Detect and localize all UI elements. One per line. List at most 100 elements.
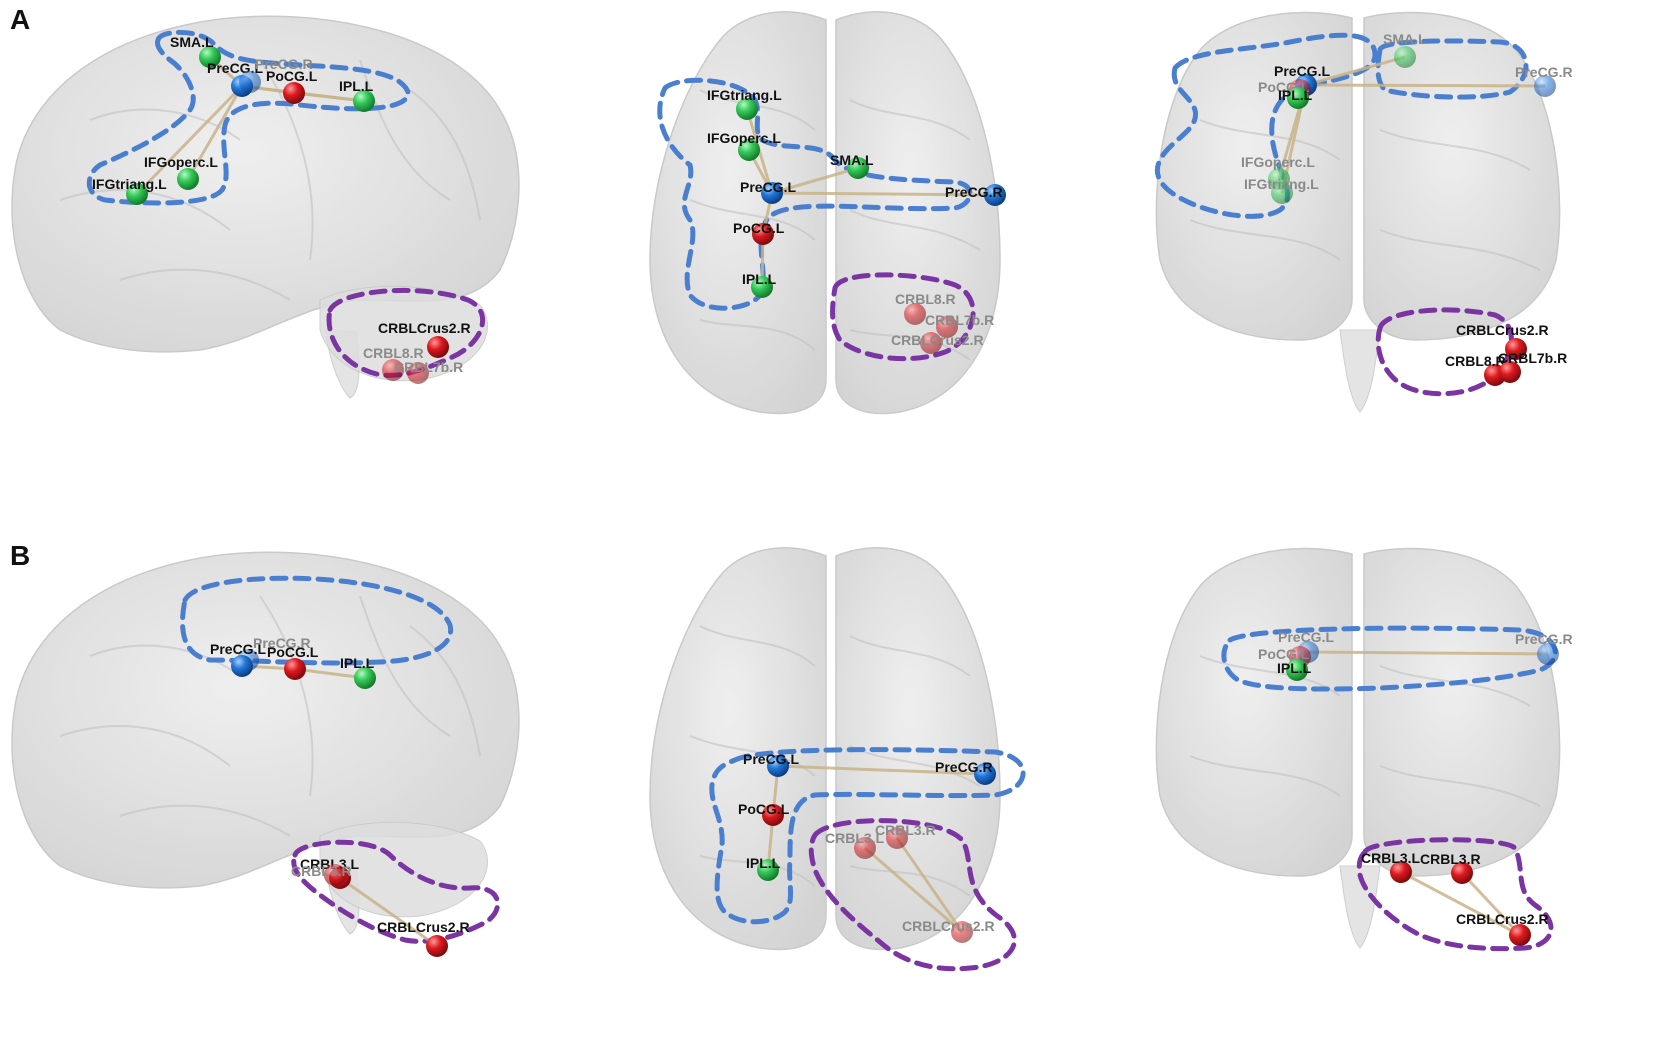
node-b-coronal-crbl3-r: CRBL3.R — [1420, 851, 1481, 884]
node-a-sagittal-precg-r: PreCG.R — [239, 56, 313, 93]
node-label: CRBL7b.R — [1498, 350, 1567, 366]
node-b-axial-precg-r: PreCG.R — [935, 759, 996, 785]
panel-letter-b: B — [10, 540, 31, 571]
node-sphere — [1390, 861, 1412, 883]
node-a-axial-ifgoperc-l: IFGoperc.L — [707, 130, 781, 161]
node-label: PoCG.L — [733, 220, 785, 236]
node-b-sagittal-precg-l: PreCG.L — [210, 641, 266, 677]
node-label: PreCG.R — [1515, 64, 1573, 80]
node-b-coronal-crblcrus2-r: CRBLCrus2.R — [1456, 911, 1549, 946]
node-label: PreCG.R — [253, 635, 311, 651]
edge-a-axial — [771, 191, 996, 197]
node-label: SMA.L — [830, 152, 874, 168]
outline-motor-a-coronal — [1155, 32, 1529, 219]
node-label: IFGoperc.L — [707, 130, 781, 146]
node-a-axial-crbl8-r: CRBL8.R — [895, 291, 956, 325]
node-sphere — [1394, 46, 1416, 68]
node-label: CRBL7b.R — [394, 359, 463, 375]
node-a-axial-pocg-l: PoCG.L — [733, 220, 785, 245]
node-label: CRBLCrus2.R — [1456, 911, 1549, 927]
node-label: IPL.L — [746, 855, 781, 871]
node-sphere — [1505, 338, 1527, 360]
edge-a-sagittal — [293, 91, 365, 103]
node-label: CRBL3.R — [291, 863, 352, 879]
node-label: IFGoperc.L — [1241, 154, 1315, 170]
node-a-sagittal-crbl7b-r: CRBL7b.R — [394, 359, 463, 384]
node-label: IPL.L — [1278, 87, 1313, 103]
node-sphere — [382, 359, 404, 381]
edge-b-axial — [777, 764, 986, 776]
node-sphere — [736, 98, 758, 120]
node-label: PreCG.L — [740, 179, 796, 195]
node-b-axial-crblcrus2-r: CRBLCrus2.R — [902, 918, 995, 943]
node-label: CRBLCrus2.R — [377, 919, 470, 935]
node-b-sagittal-ipl-l: IPL.L — [340, 655, 376, 689]
node-label: SMA.L — [170, 34, 214, 50]
node-sphere — [904, 303, 926, 325]
node-b-coronal-precg-r: PreCG.R — [1515, 631, 1573, 665]
node-sphere — [761, 182, 783, 204]
node-a-sagittal-crblcrus2-r: CRBLCrus2.R — [378, 320, 471, 358]
outline-cereb-b-axial — [808, 818, 1017, 972]
node-sphere — [752, 223, 774, 245]
node-sphere — [974, 763, 996, 785]
node-label: IFGtriang.L — [92, 176, 167, 192]
node-b-sagittal-crbl3-r: CRBL3.R — [291, 863, 352, 886]
node-a-axial-crblcrus2-r: CRBLCrus2.R — [891, 332, 984, 354]
node-sphere — [1499, 361, 1521, 383]
edge-b-coronal — [1460, 871, 1522, 937]
node-sphere — [886, 827, 908, 849]
edge-b-sagittal — [294, 667, 366, 680]
node-a-axial-crbl7b-r: CRBL7b.R — [925, 312, 994, 338]
node-a-axial-precg-r: PreCG.R — [945, 184, 1006, 206]
node-sphere — [1509, 924, 1531, 946]
node-a-sagittal-pocg-l: PoCG.L — [266, 68, 318, 104]
node-sphere — [354, 667, 376, 689]
brain-nodes: SMA.LPreCG.LPreCG.RPoCG.LIPL.LIFGoperc.L… — [92, 31, 1573, 957]
node-sphere — [1286, 659, 1308, 681]
node-label: CRBL3.L — [300, 856, 360, 872]
node-label: CRBL7b.R — [925, 312, 994, 328]
node-label: CRBL8.R — [895, 291, 956, 307]
node-a-sagittal-sma-l: SMA.L — [170, 34, 221, 68]
node-sphere — [284, 658, 306, 680]
node-label: CRBL3.R — [875, 822, 936, 838]
node-a-coronal-ipl-l: IPL.L — [1278, 87, 1313, 109]
node-label: PreCG.R — [935, 759, 993, 775]
node-a-coronal-sma-l: SMA.L — [1383, 31, 1427, 68]
node-b-sagittal-crblcrus2-r: CRBLCrus2.R — [377, 919, 470, 957]
node-label: IFGtriang.L — [707, 87, 782, 103]
node-a-sagittal-ipl-l: IPL.L — [339, 78, 375, 112]
edge-b-coronal — [1400, 870, 1521, 937]
node-sphere — [426, 935, 448, 957]
edge-a-coronal — [1305, 55, 1406, 87]
node-a-coronal-precg-r: PreCG.R — [1515, 64, 1573, 97]
node-label: CRBL8.R — [1445, 353, 1506, 369]
node-label: PreCG.R — [255, 56, 313, 72]
node-sphere — [126, 183, 148, 205]
node-sphere — [738, 139, 760, 161]
node-label: SMA.L — [1383, 31, 1427, 47]
node-b-coronal-crbl3-l: CRBL3.L — [1361, 850, 1421, 883]
node-a-axial-ipl-l: IPL.L — [742, 271, 777, 298]
node-b-axial-ipl-l: IPL.L — [746, 855, 781, 881]
node-sphere — [283, 82, 305, 104]
node-a-axial-sma-l: SMA.L — [830, 152, 874, 179]
node-sphere — [757, 859, 779, 881]
node-sphere — [1271, 182, 1293, 204]
node-label: CRBL8.R — [363, 345, 424, 361]
node-sphere — [751, 276, 773, 298]
node-label: CRBLCrus2.R — [891, 332, 984, 348]
panel-letter-a: A — [10, 4, 31, 35]
node-label: IPL.L — [742, 271, 777, 287]
node-sphere — [407, 362, 429, 384]
node-label: PoCG.L — [1258, 646, 1310, 662]
node-a-sagittal-ifgoperc-l: IFGoperc.L — [144, 154, 218, 190]
node-a-sagittal-crbl8-r: CRBL8.R — [363, 345, 424, 381]
node-label: IFGoperc.L — [144, 154, 218, 170]
node-sphere — [427, 336, 449, 358]
node-sphere — [353, 90, 375, 112]
brain-sagittal-a — [11, 15, 520, 399]
node-label: IPL.L — [1277, 660, 1312, 676]
